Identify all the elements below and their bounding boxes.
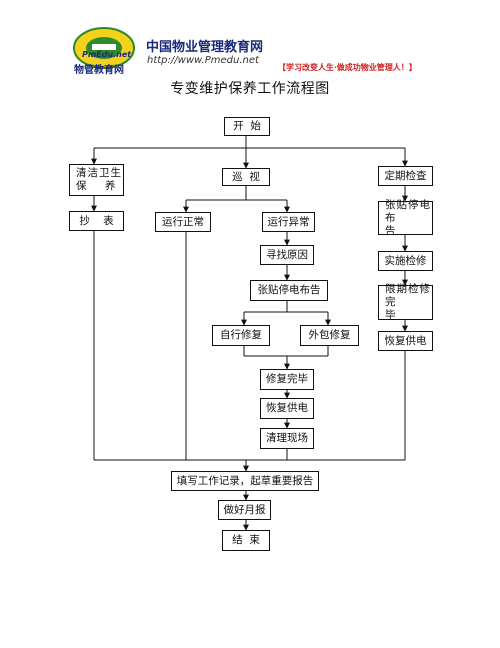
logo-bottom-text: 物管教育网 [74,65,124,76]
node-running-normal: 运行正常 [155,212,211,232]
node-clean-site: 清理现场 [260,428,314,449]
node-scheduled-check: 定期检查 [378,166,433,186]
node-end: 结 束 [222,530,270,551]
node-meter-reading: 抄 表 [69,211,124,231]
node-outage-notice-middle: 张贴停电布告 [250,280,328,301]
node-find-cause: 寻找原因 [260,245,314,265]
page-title: 专变维护保养工作流程图 [170,81,330,97]
site-name: 中国物业管理教育网 [146,40,264,55]
logo-mid-text: PmEdu.net [82,50,132,59]
node-deadline-repair: 限期检修 完 毕 [378,283,433,321]
node-restore-power-middle: 恢复供电 [260,398,314,419]
node-self-repair: 自行修复 [212,325,270,346]
node-start: 开 始 [224,117,270,136]
node-restore-power-right: 恢复供电 [378,331,433,351]
site-logo: PmEdu.net 物管教育网 [72,26,136,76]
node-fill-record: 填写工作记录，起草重要报告 [171,471,319,491]
node-monthly-report: 做好月报 [218,500,271,520]
site-url[interactable]: http://www.Pmedu.net [147,55,259,66]
node-outage-notice-right: 张贴停电 布 告 [378,199,433,237]
node-inspect: 巡 视 [222,168,270,186]
node-outsource-repair: 外包修复 [300,325,359,346]
node-clean: 清洁卫生 保 养 [69,164,124,196]
node-repair-done: 修复完毕 [260,369,314,390]
slogan: 【学习改变人生·做成功物业管理人！】 [278,62,417,72]
node-running-abnormal: 运行异常 [262,212,315,232]
node-do-repair: 实施检修 [378,251,433,271]
